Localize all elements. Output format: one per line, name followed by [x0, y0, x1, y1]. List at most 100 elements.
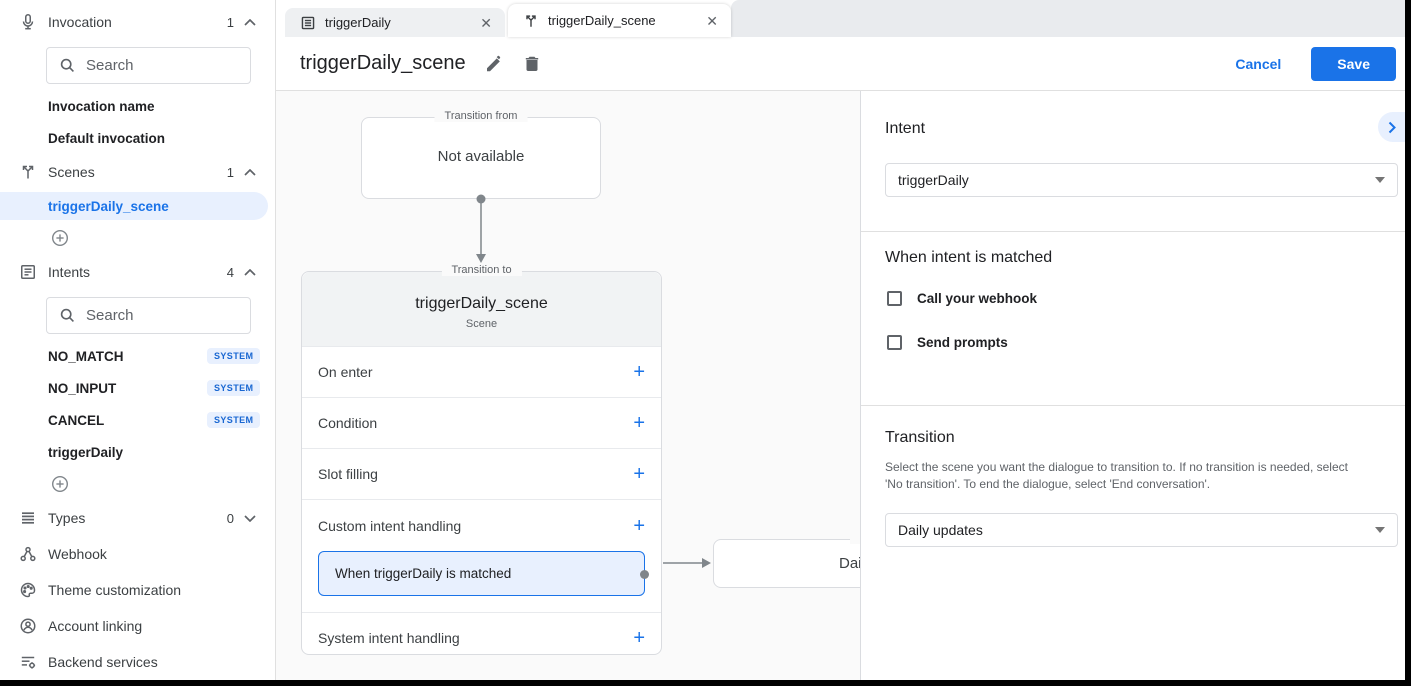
- chevron-down-icon[interactable]: [244, 514, 256, 522]
- tab-strip-filler: [731, 0, 1405, 37]
- checkbox-label: Call your webhook: [917, 291, 1038, 306]
- scene-row-condition[interactable]: Condition +: [302, 397, 661, 448]
- sidebar-item-invocation-name[interactable]: Invocation name: [48, 98, 155, 114]
- row-label: On enter: [318, 364, 373, 380]
- transition-from-box: Transition from Not available: [361, 110, 601, 199]
- collapse-panel-button[interactable]: [1378, 112, 1405, 142]
- add-icon[interactable]: +: [633, 412, 645, 434]
- tab-strip: triggerDaily ✕ triggerDaily_scene ✕: [276, 0, 1405, 37]
- transition-select[interactable]: Daily updates: [885, 513, 1398, 547]
- system-badge: SYSTEM: [207, 348, 261, 364]
- row-label: Slot filling: [318, 466, 378, 482]
- cancel-button[interactable]: Cancel: [1235, 55, 1282, 72]
- row-label: Condition: [318, 415, 378, 431]
- add-icon[interactable]: +: [633, 627, 645, 649]
- edit-icon[interactable]: [484, 54, 504, 74]
- scenes-split-icon: [19, 163, 37, 181]
- scene-row-system-intent-handling[interactable]: System intent handling +: [302, 612, 661, 663]
- intent-select-value: triggerDaily: [898, 172, 969, 188]
- system-badge: SYSTEM: [207, 380, 261, 396]
- chevron-up-icon[interactable]: [244, 18, 256, 26]
- sidebar-item-no-match[interactable]: NO_MATCH: [48, 348, 124, 364]
- sidebar-section-scenes[interactable]: Scenes 1: [0, 158, 276, 186]
- search-input[interactable]: [86, 307, 226, 324]
- tab-triggerdaily[interactable]: triggerDaily ✕: [285, 8, 505, 37]
- scene-row-on-enter[interactable]: On enter +: [302, 346, 661, 397]
- tab-triggerdaily-scene[interactable]: triggerDaily_scene ✕: [508, 4, 731, 37]
- checkbox-unchecked-icon[interactable]: [887, 291, 902, 306]
- transition-heading: Transition: [885, 429, 955, 446]
- transition-select-value: Daily updates: [898, 522, 983, 538]
- handler-label: When triggerDaily is matched: [335, 566, 512, 581]
- close-icon[interactable]: ✕: [706, 12, 718, 29]
- link-label: Webhook: [48, 546, 107, 562]
- search-icon: [60, 58, 74, 72]
- chevron-up-icon[interactable]: [244, 168, 256, 176]
- sidebar-item-triggerdaily[interactable]: triggerDaily: [48, 444, 124, 460]
- row-label: System intent handling: [318, 630, 460, 646]
- add-scene-button[interactable]: [50, 228, 70, 248]
- search-icon: [60, 308, 74, 322]
- chevron-right-icon: [1388, 121, 1396, 133]
- close-icon[interactable]: ✕: [480, 14, 492, 31]
- chevron-up-icon[interactable]: [244, 268, 256, 276]
- flow-arrow-down: [476, 194, 486, 263]
- scene-row-slot-filling[interactable]: Slot filling +: [302, 448, 661, 499]
- flow-arrow-right: [663, 558, 711, 568]
- webhook-icon: [19, 545, 37, 563]
- sidebar-section-invocation[interactable]: Invocation 1: [0, 8, 276, 36]
- sidebar-item-no-input[interactable]: NO_INPUT: [48, 380, 117, 396]
- tab-label: triggerDaily: [325, 15, 391, 30]
- call-webhook-checkbox-row[interactable]: Call your webhook: [887, 291, 1037, 306]
- panel-divider: [861, 405, 1406, 406]
- panel-divider: [861, 231, 1406, 232]
- add-intent-button[interactable]: [50, 474, 70, 494]
- plus-circle-icon: [51, 229, 69, 247]
- sidebar-item-webhook[interactable]: Webhook: [0, 540, 276, 568]
- caret-down-icon: [1375, 527, 1385, 533]
- link-label: Account linking: [48, 618, 143, 634]
- sidebar-section-intents[interactable]: Intents 4: [0, 258, 276, 286]
- add-icon[interactable]: +: [633, 463, 645, 485]
- intents-list-icon: [19, 263, 37, 281]
- intent-handler-when-triggerdaily-matched[interactable]: When triggerDaily is matched: [318, 551, 649, 596]
- section-count: 4: [226, 264, 234, 280]
- screen-edge-right: [1405, 0, 1411, 686]
- invocation-search[interactable]: [46, 47, 251, 84]
- sidebar-item-cancel[interactable]: CANCEL: [48, 412, 105, 428]
- send-prompts-checkbox-row[interactable]: Send prompts: [887, 335, 1008, 350]
- tab-label: triggerDaily_scene: [548, 13, 656, 28]
- sidebar-item-default-invocation[interactable]: Default invocation: [48, 130, 166, 146]
- section-label: Types: [48, 510, 86, 526]
- plus-circle-icon: [51, 475, 69, 493]
- section-label: Invocation: [48, 14, 112, 30]
- sidebar-item-triggerdaily-scene-selected[interactable]: triggerDaily_scene: [0, 192, 268, 220]
- delete-icon[interactable]: [522, 54, 542, 74]
- when-intent-matched-heading: When intent is matched: [885, 249, 1053, 266]
- checkbox-unchecked-icon[interactable]: [887, 335, 902, 350]
- sidebar-item-backend-services[interactable]: Backend services: [0, 648, 276, 676]
- section-count: 1: [226, 164, 234, 180]
- save-button[interactable]: Save: [1311, 46, 1396, 81]
- palette-icon: [19, 581, 37, 599]
- sidebar-item-theme-customization[interactable]: Theme customization: [0, 576, 276, 604]
- sidebar-section-types[interactable]: Types 0: [0, 504, 276, 532]
- tab-strip-spacer: [276, 0, 285, 37]
- screen-edge-bottom: [0, 680, 1411, 686]
- next-transition-box[interactable]: Transition to Daily updates: [713, 532, 860, 588]
- search-input[interactable]: [86, 57, 226, 74]
- page-title: triggerDaily_scene: [300, 52, 466, 74]
- add-icon[interactable]: +: [633, 361, 645, 383]
- scene-card-subtitle: Scene: [465, 317, 498, 330]
- add-icon[interactable]: +: [633, 514, 645, 537]
- scene-row-custom-intent-handling: Custom intent handling + When triggerDai…: [302, 499, 661, 596]
- intents-search[interactable]: [46, 297, 251, 334]
- backend-services-icon: [19, 653, 37, 671]
- sidebar-item-account-linking[interactable]: Account linking: [0, 612, 276, 640]
- next-transition-legend: Transition to: [850, 532, 860, 544]
- custom-intent-handling-row[interactable]: Custom intent handling +: [302, 500, 661, 551]
- scene-header: triggerDaily_scene Cancel Save: [276, 37, 1405, 91]
- intent-select[interactable]: triggerDaily: [885, 163, 1398, 197]
- section-count: 1: [226, 14, 234, 30]
- scene-card-header[interactable]: triggerDaily_scene Scene: [302, 272, 661, 346]
